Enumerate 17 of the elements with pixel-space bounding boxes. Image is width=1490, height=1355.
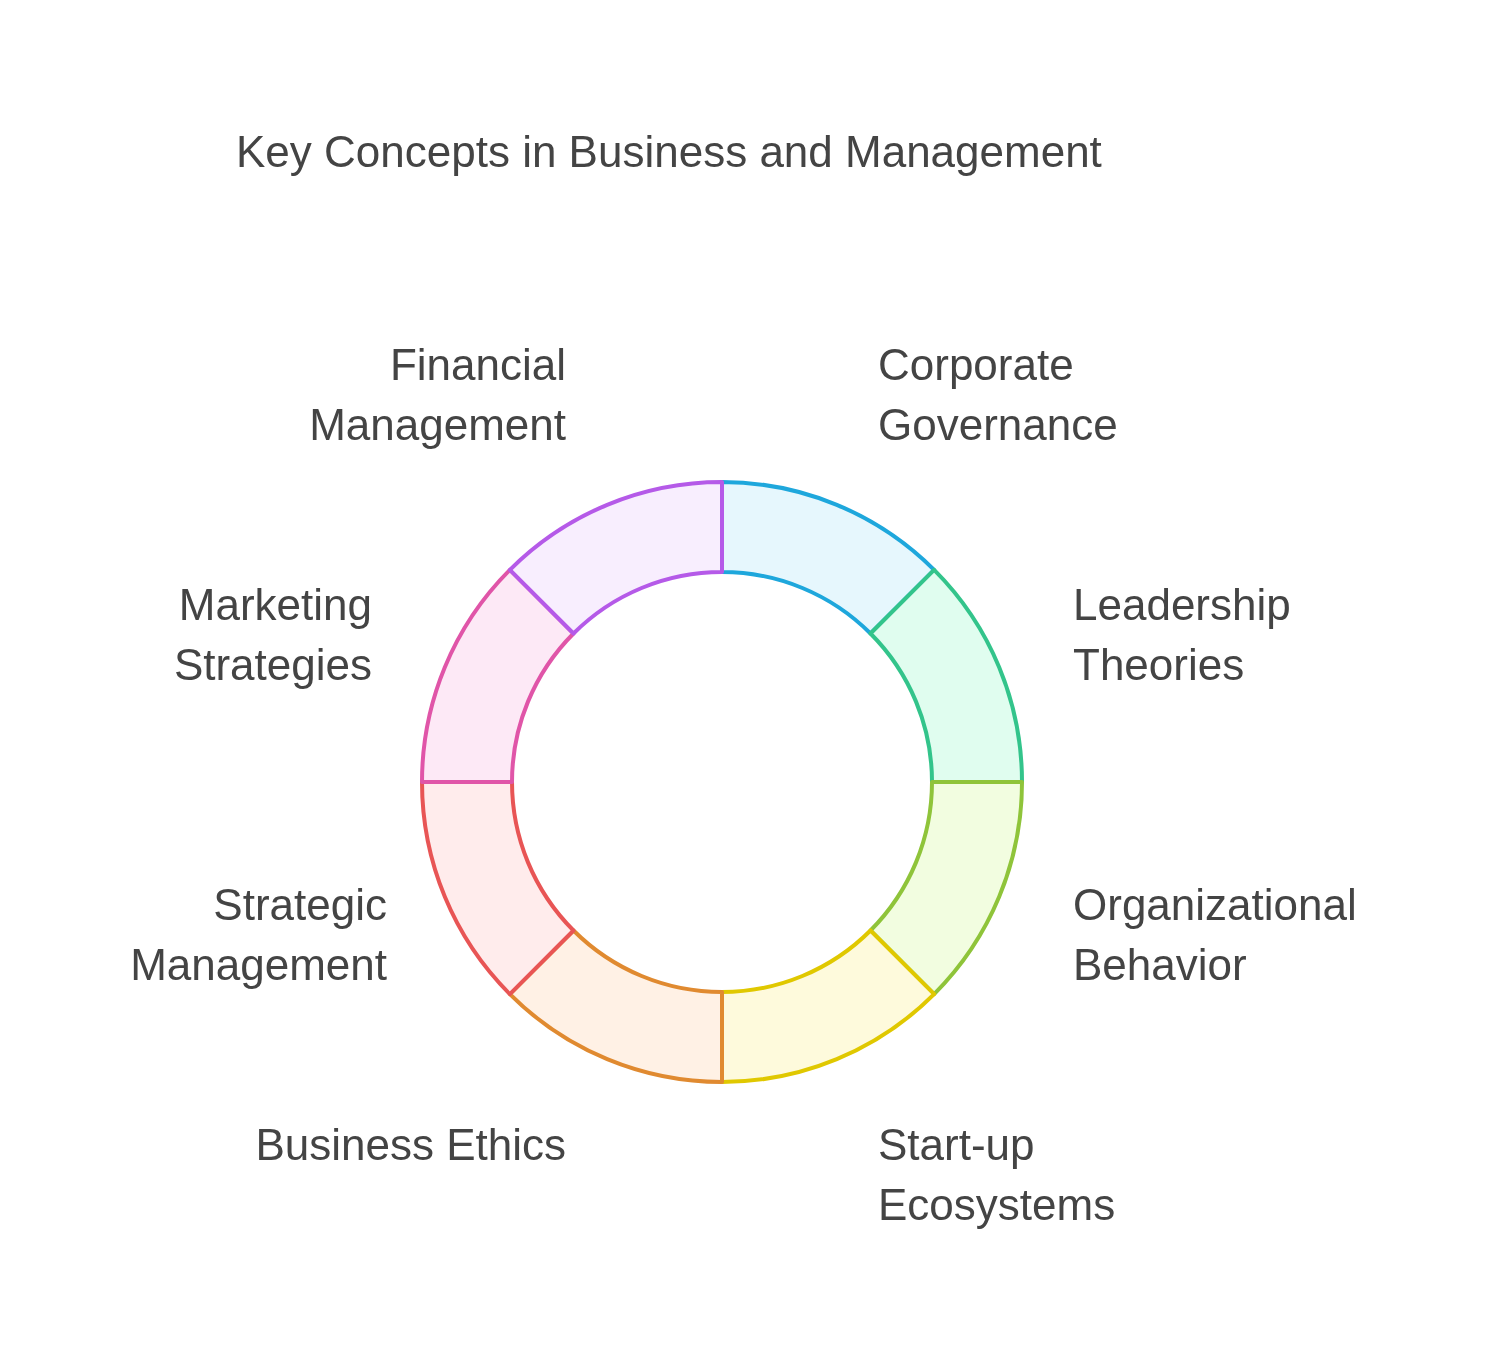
segment-label: Start-up Ecosystems [878,1119,1117,1231]
ring-segment [720,480,937,636]
ring-segment [868,780,1024,997]
segment-label: Corporate Governance [878,339,1119,451]
segment-label: Financial Management [308,339,566,451]
diagram-title: Key Concepts in Business and Management [236,126,1102,178]
segment-label: Strategic Management [129,879,387,991]
ring-segment [420,780,576,997]
segment-label: Marketing Strategies [172,579,372,691]
ring-segment [720,928,937,1084]
segment-label: Organizational Behavior [1073,879,1358,991]
segment-label: Business Ethics [254,1119,566,1171]
segment-label: Leadership Theories [1073,579,1292,691]
ring-segment [507,928,724,1084]
ring-segment [868,567,1024,784]
ring-segment [420,567,576,784]
ring-segment [507,480,724,636]
